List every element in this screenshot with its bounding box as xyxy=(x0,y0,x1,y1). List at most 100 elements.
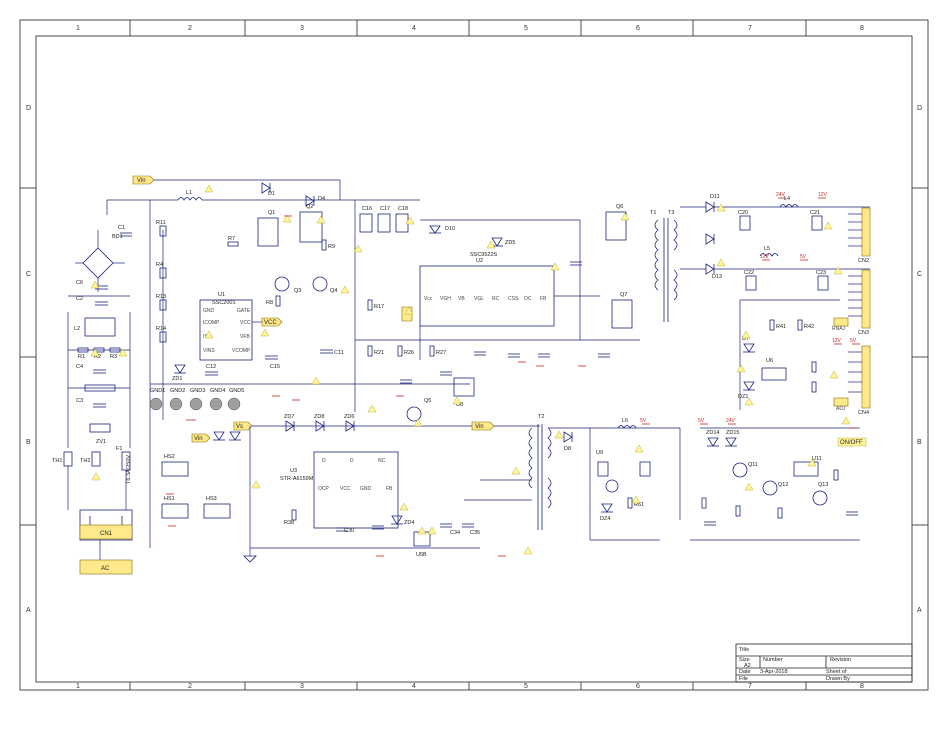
svg-text:DZ1: DZ1 xyxy=(738,394,748,400)
standby-output-section: D8 L6 U9 DZ4 R61 xyxy=(563,418,681,541)
svg-text:VB: VB xyxy=(458,296,465,302)
svg-text:D1: D1 xyxy=(268,191,275,197)
svg-text:R4: R4 xyxy=(156,262,163,268)
net-flag-vin-3 xyxy=(471,421,495,431)
transistor-q11 xyxy=(732,462,748,478)
col-label-2: 2 xyxy=(188,25,192,32)
svg-text:L6: L6 xyxy=(622,418,628,424)
onoff-label: ON/OFF xyxy=(840,440,863,446)
optocoupler-u8 xyxy=(453,377,475,397)
mosfet-q1 xyxy=(257,217,279,247)
svg-text:C15: C15 xyxy=(270,364,280,370)
choke-l2 xyxy=(84,317,116,337)
svg-text:C12: C12 xyxy=(206,364,216,370)
ic-u3 xyxy=(313,451,399,529)
svg-text:C16: C16 xyxy=(362,206,372,212)
svg-text:GND: GND xyxy=(203,308,215,314)
ic-u6 xyxy=(761,367,787,381)
rnaj-label: RNAJ xyxy=(832,326,846,332)
svg-text:U11: U11 xyxy=(812,456,822,462)
col-label-5: 5 xyxy=(524,25,528,32)
svg-text:ZD4: ZD4 xyxy=(404,520,414,526)
svg-text:HS1: HS1 xyxy=(164,496,175,502)
row-label-a: A xyxy=(26,607,31,614)
zener-zd1 xyxy=(174,364,186,374)
svg-text:L4: L4 xyxy=(784,196,790,202)
svg-text:R7: R7 xyxy=(228,236,235,242)
svg-text:VCC: VCC xyxy=(340,486,351,492)
svg-text:D: D xyxy=(350,458,354,464)
diode-d10 xyxy=(429,225,441,234)
svg-text:GND3: GND3 xyxy=(190,388,205,394)
svg-text:R41: R41 xyxy=(776,324,786,330)
net-label-vin: Vin xyxy=(137,178,146,184)
svg-text:GND1: GND1 xyxy=(150,388,165,394)
reference-u7 xyxy=(743,343,755,353)
col-label-8: 8 xyxy=(860,25,864,32)
col-label-bottom-1: 1 xyxy=(76,683,80,690)
thermistor-th2 xyxy=(91,451,101,467)
diode-d4 xyxy=(305,195,315,207)
svg-text:L5: L5 xyxy=(764,246,770,252)
svg-text:R1: R1 xyxy=(78,354,85,360)
svg-text:NC: NC xyxy=(378,458,386,464)
svg-text:VINS: VINS xyxy=(203,348,215,354)
svg-text:VGL: VGL xyxy=(474,296,484,302)
size-value: A2 xyxy=(744,663,751,669)
onoff-flag-box xyxy=(837,437,867,447)
heatsink-hs2 xyxy=(161,461,189,477)
net-flag-vcc-1 xyxy=(261,317,283,327)
svg-text:GND5: GND5 xyxy=(229,388,244,394)
col-label-4: 4 xyxy=(412,25,416,32)
svg-text:ZD6: ZD6 xyxy=(344,414,354,420)
svg-text:12V: 12V xyxy=(818,192,828,198)
svg-text:R9: R9 xyxy=(328,244,335,250)
u1-part: SSC2001 xyxy=(212,300,236,306)
svg-text:U5B: U5B xyxy=(416,552,427,558)
svg-text:5V: 5V xyxy=(640,418,647,424)
col-label-bottom-7: 7 xyxy=(748,683,752,690)
adj-label: ADJ xyxy=(836,406,846,412)
standby-transformer-t2: T2 xyxy=(464,414,680,530)
svg-text:HS3: HS3 xyxy=(206,496,217,502)
ground-pads: GND1 GND2 GND3 GND4 GND5 xyxy=(149,388,244,411)
svg-text:C6: C6 xyxy=(76,280,83,286)
net-label-vin-2: Vin xyxy=(194,436,203,442)
col-label-bottom-5: 5 xyxy=(524,683,528,690)
svg-text:C17: C17 xyxy=(380,206,390,212)
net-label-vs: Vs xyxy=(236,424,243,430)
row-label-c-right: C xyxy=(917,271,922,278)
row-ruler: D C B A D C B A xyxy=(20,105,928,614)
svg-text:R11: R11 xyxy=(156,220,166,226)
title-label: Title xyxy=(739,647,749,653)
output-connectors: CN2 CN3 CN4 RNAJ ADJ xyxy=(832,207,871,416)
cn4-label: CN4 xyxy=(858,410,869,416)
drawn-label: Drawn By xyxy=(826,676,850,682)
col-label-7: 7 xyxy=(748,25,752,32)
svg-text:C23: C23 xyxy=(816,270,826,276)
ic-u1 xyxy=(199,299,253,361)
svg-text:D4: D4 xyxy=(318,196,325,202)
svg-text:24V: 24V xyxy=(776,192,786,198)
t1-ref: T1 xyxy=(650,210,656,216)
svg-text:R26: R26 xyxy=(404,350,414,356)
svg-text:GATE: GATE xyxy=(237,308,251,314)
row-label-a-right: A xyxy=(917,607,922,614)
ac-label-box xyxy=(79,559,133,575)
col-label-bottom-6: 6 xyxy=(636,683,640,690)
svg-text:Q6: Q6 xyxy=(616,204,623,210)
svg-text:R21: R21 xyxy=(374,350,384,356)
col-label-6: 6 xyxy=(636,25,640,32)
svg-text:DZ4: DZ4 xyxy=(600,516,610,522)
svg-text:C11: C11 xyxy=(334,350,344,356)
svg-text:FB: FB xyxy=(386,486,393,492)
svg-text:GND: GND xyxy=(360,486,372,492)
ref-l1: L1 xyxy=(186,190,192,196)
col-label-bottom-4: 4 xyxy=(412,683,416,690)
main-transformer-t1: T1 T3 xyxy=(650,210,678,322)
file-label: File xyxy=(739,676,748,682)
svg-text:Q11: Q11 xyxy=(748,462,758,468)
bridge-rectifier-bd1 xyxy=(82,247,114,279)
svg-text:Q13: Q13 xyxy=(818,482,828,488)
